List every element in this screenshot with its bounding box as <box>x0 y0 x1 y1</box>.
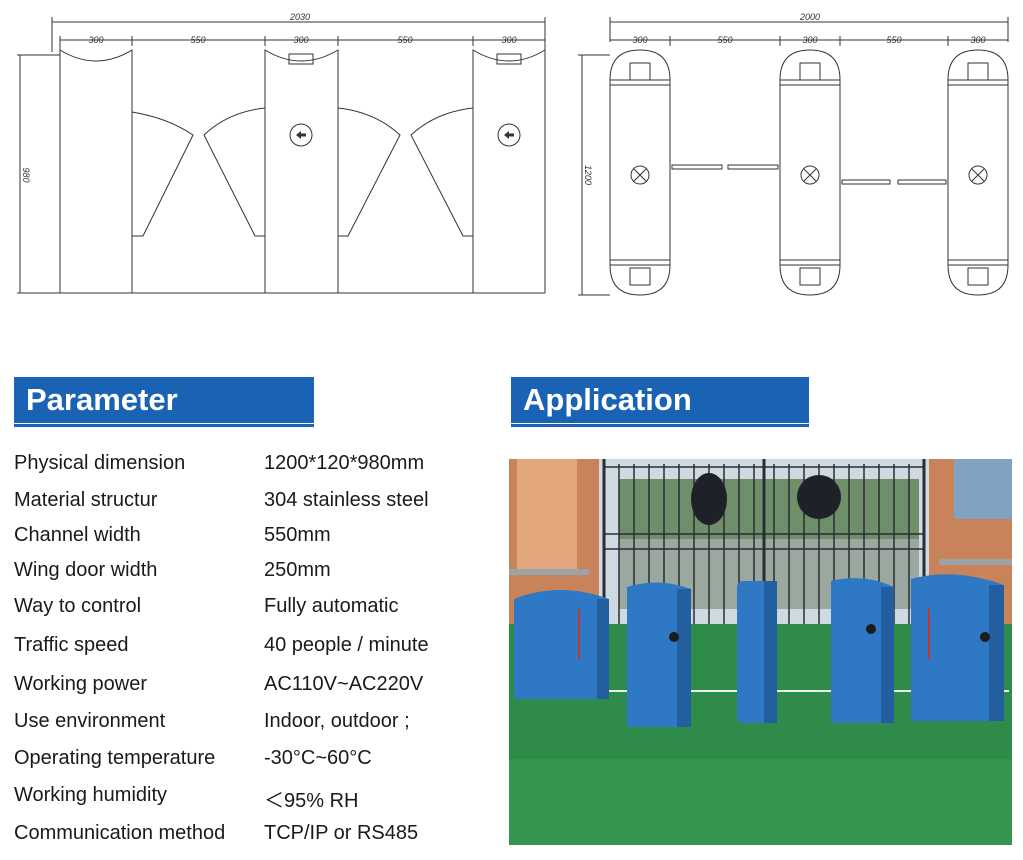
top-dim-gap-a: 550 <box>717 35 732 45</box>
param-value: AC110V~AC220V <box>264 673 424 695</box>
front-dim-gap-b: 550 <box>397 35 412 45</box>
param-label: Operating temperature <box>14 747 216 769</box>
param-value: 1200*120*980mm <box>264 452 425 474</box>
param-label: Channel width <box>14 524 141 546</box>
technical-drawings: 2030 300 550 300 550 300 980 <box>17 12 1009 296</box>
param-value: Indoor, outdoor ; <box>264 710 410 732</box>
top-dim-pillar-b: 300 <box>802 35 817 45</box>
top-view-drawing <box>578 17 1009 296</box>
param-label: Physical dimension <box>14 452 186 474</box>
front-dim-pillar-b: 300 <box>293 35 308 45</box>
top-dim-total: 2000 <box>799 12 820 22</box>
parameter-title: Parameter <box>26 382 178 417</box>
param-label: Traffic speed <box>14 634 129 656</box>
param-label: Working power <box>14 673 148 695</box>
param-label: Material structur <box>14 489 158 511</box>
param-value: 304 stainless steel <box>264 489 429 511</box>
front-dim-pillar-c: 300 <box>501 35 516 45</box>
parameter-header: Parameter <box>14 377 314 427</box>
param-value: 250mm <box>264 559 331 581</box>
top-dim-gap-b: 550 <box>886 35 901 45</box>
param-value: 550mm <box>264 524 331 546</box>
param-value: TCP/IP or RS485 <box>264 822 419 844</box>
param-label: Wing door width <box>14 559 158 581</box>
param-label: Communication method <box>14 822 226 844</box>
param-value: -30°C~60°C <box>264 747 372 769</box>
param-value: 40 people / minute <box>264 634 429 656</box>
param-label: Working humidity <box>14 784 168 806</box>
param-label: Use environment <box>14 710 166 732</box>
front-dim-pillar-a: 300 <box>88 35 103 45</box>
front-dim-gap-a: 550 <box>190 35 205 45</box>
application-title: Application <box>523 382 692 417</box>
application-header: Application <box>511 377 809 427</box>
param-value: ＜95% RH <box>264 790 359 812</box>
front-dim-total: 2030 <box>289 12 310 22</box>
front-dim-height: 980 <box>21 167 31 182</box>
front-view-drawing <box>17 17 546 294</box>
top-dim-depth: 1200 <box>583 165 593 185</box>
top-dim-pillar-a: 300 <box>632 35 647 45</box>
param-value: Fully automatic <box>264 595 399 617</box>
param-label: Way to control <box>14 595 142 617</box>
application-photo <box>509 459 1012 845</box>
top-dim-pillar-c: 300 <box>970 35 985 45</box>
